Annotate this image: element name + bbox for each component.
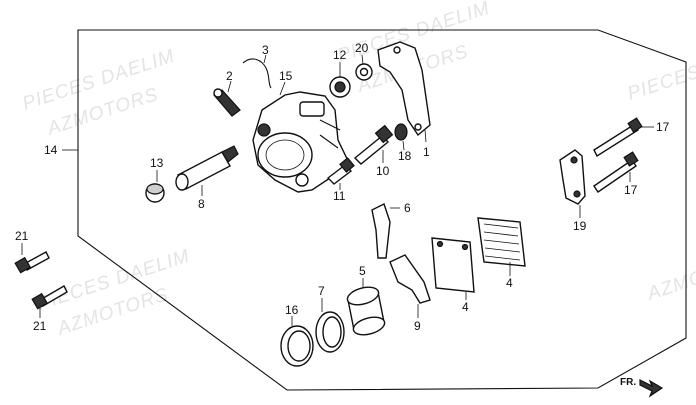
label-part-6: 6 <box>404 201 411 215</box>
label-part-21b: 21 <box>33 319 47 333</box>
label-20-leader <box>361 54 364 65</box>
label-part-3: 3 <box>262 43 269 57</box>
label-2-leader <box>227 80 232 93</box>
label-part-9: 9 <box>414 319 421 333</box>
part-7-dust-seal <box>315 311 345 353</box>
part-17-bolt-upper <box>593 117 643 158</box>
label-part-21a: 21 <box>15 229 29 243</box>
label-part-11: 11 <box>333 189 346 203</box>
label-part-17a: 17 <box>656 120 670 134</box>
part-3-clip <box>242 58 272 89</box>
part-6-pad-spring <box>371 203 391 259</box>
label-part-10: 10 <box>376 164 390 178</box>
label-part-17b: 17 <box>624 183 638 197</box>
label-part-4a: 4 <box>506 276 513 290</box>
watermark-line1-d: PIECES DAELIM <box>625 36 696 105</box>
part-17-bolt-lower <box>593 151 639 193</box>
label-part-19: 19 <box>573 219 587 233</box>
part-10-pin-bolt <box>353 124 394 165</box>
label-part-5: 5 <box>359 264 366 278</box>
label-part-12: 12 <box>333 48 347 62</box>
part-4-brake-pad-upper <box>477 217 526 267</box>
part-number-labels: 1 2 3 4 4 5 6 7 8 9 10 11 12 13 14 15 16… <box>15 41 670 333</box>
part-2-bleed-screw <box>213 88 241 117</box>
assembly-boundary <box>77 29 687 391</box>
front-direction-indicator: FR. <box>620 377 664 398</box>
part-4-brake-pad-lower <box>431 237 475 293</box>
part-11-pin-bolt <box>326 157 355 185</box>
label-15-leader <box>279 81 286 96</box>
label-part-8: 8 <box>198 197 205 211</box>
part-9-shim <box>389 254 431 304</box>
part-21-bolt-lower <box>31 285 68 310</box>
label-part-20: 20 <box>355 41 369 55</box>
part-13-dust-cap <box>145 183 165 203</box>
part-21-bolt-upper <box>14 251 50 274</box>
label-3-leader <box>263 54 267 64</box>
part-5-piston <box>346 286 386 336</box>
label-part-15: 15 <box>279 69 293 83</box>
label-part-13: 13 <box>150 156 164 170</box>
part-1-bracket <box>377 41 431 137</box>
label-part-18: 18 <box>398 149 412 163</box>
label-part-14: 14 <box>44 143 58 157</box>
direction-label: FR. <box>620 377 636 388</box>
direction-arrow-icon <box>639 379 664 398</box>
label-18-leader <box>402 140 405 151</box>
part-19-lock-plate <box>559 149 586 205</box>
part-16-piston-seal <box>280 325 314 367</box>
watermark-line2-d: AZMOTORS <box>644 249 696 305</box>
label-part-16: 16 <box>285 303 299 317</box>
label-part-7: 7 <box>318 284 325 298</box>
label-part-2: 2 <box>226 69 233 83</box>
label-part-1: 1 <box>423 145 430 159</box>
part-20-washer <box>355 63 373 81</box>
part-18-boot <box>394 123 408 141</box>
label-1-leader <box>424 129 427 143</box>
part-8-slide-pin <box>175 145 239 191</box>
label-part-4b: 4 <box>462 300 469 314</box>
part-12-boot <box>329 76 351 98</box>
